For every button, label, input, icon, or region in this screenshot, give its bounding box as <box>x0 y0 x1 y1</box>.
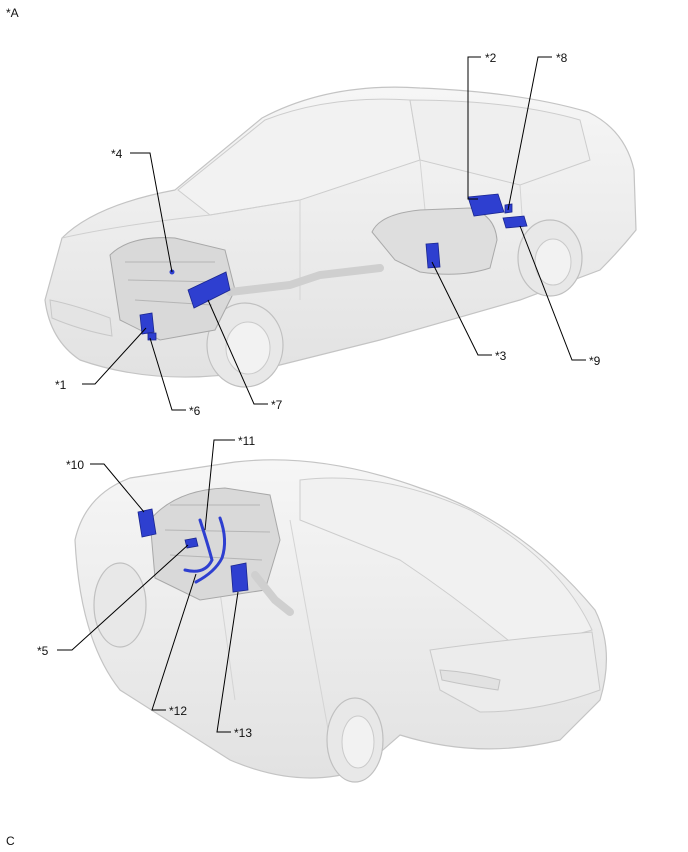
callout-1: *1 <box>55 378 67 392</box>
callout-13: *13 <box>234 726 252 740</box>
callout-12: *12 <box>169 704 187 718</box>
leader-7 <box>207 299 268 405</box>
front-wheel-hub <box>225 321 271 375</box>
front-wheel-rear-view <box>93 562 147 648</box>
car-tail-light <box>439 669 501 691</box>
callout-8: *8 <box>556 51 568 65</box>
leader-4 <box>130 152 173 273</box>
component-2 <box>467 193 505 217</box>
leader-8 <box>507 56 552 211</box>
car-trunk <box>429 631 601 713</box>
callout-2: *2 <box>485 51 497 65</box>
leader-11 <box>204 439 235 531</box>
car-side-windows <box>409 99 591 186</box>
leader-6 <box>149 337 186 411</box>
leader-13 <box>216 591 239 733</box>
component-11-pipes <box>183 516 227 584</box>
callout-11: *11 <box>238 434 255 448</box>
bottom-car-view <box>74 459 607 783</box>
bottom-leader-lines <box>57 439 239 733</box>
bottom-components <box>137 508 249 593</box>
exhaust-pipe <box>226 264 384 296</box>
component-9 <box>502 215 528 229</box>
figure-label: *A <box>6 6 19 20</box>
component-6 <box>147 332 157 341</box>
component-3 <box>425 242 441 269</box>
component-10 <box>137 508 157 538</box>
rear-wheel-hub-rear-view <box>341 715 375 769</box>
callout-6: *6 <box>189 404 201 418</box>
car-rear-glass <box>299 477 593 651</box>
fuel-tank <box>371 207 498 275</box>
car-hood-line <box>61 199 301 239</box>
callout-5: *5 <box>37 644 49 658</box>
callout-10: *10 <box>66 458 84 472</box>
leader-1 <box>82 327 147 385</box>
component-1 <box>139 312 155 335</box>
top-car-view <box>44 86 637 388</box>
component-7 <box>187 271 231 309</box>
callout-7: *7 <box>271 398 283 412</box>
leader-9 <box>519 225 586 361</box>
leader-2 <box>467 56 481 200</box>
footer-label: C <box>6 834 15 848</box>
car-grille <box>49 299 113 337</box>
leader-10 <box>90 463 145 513</box>
leader-3 <box>431 261 492 356</box>
exhaust-pipe-rear-view <box>251 571 294 616</box>
top-leader-lines <box>82 56 586 411</box>
component-13 <box>230 562 249 593</box>
rear-wheel-hub <box>534 238 572 286</box>
callout-9: *9 <box>589 354 601 368</box>
leader-5 <box>57 544 189 651</box>
component-5 <box>184 537 199 549</box>
leader-12 <box>151 573 197 711</box>
callout-3: *3 <box>495 349 507 363</box>
engine-detail-rear-view <box>164 504 271 561</box>
callout-4: *4 <box>111 147 123 161</box>
